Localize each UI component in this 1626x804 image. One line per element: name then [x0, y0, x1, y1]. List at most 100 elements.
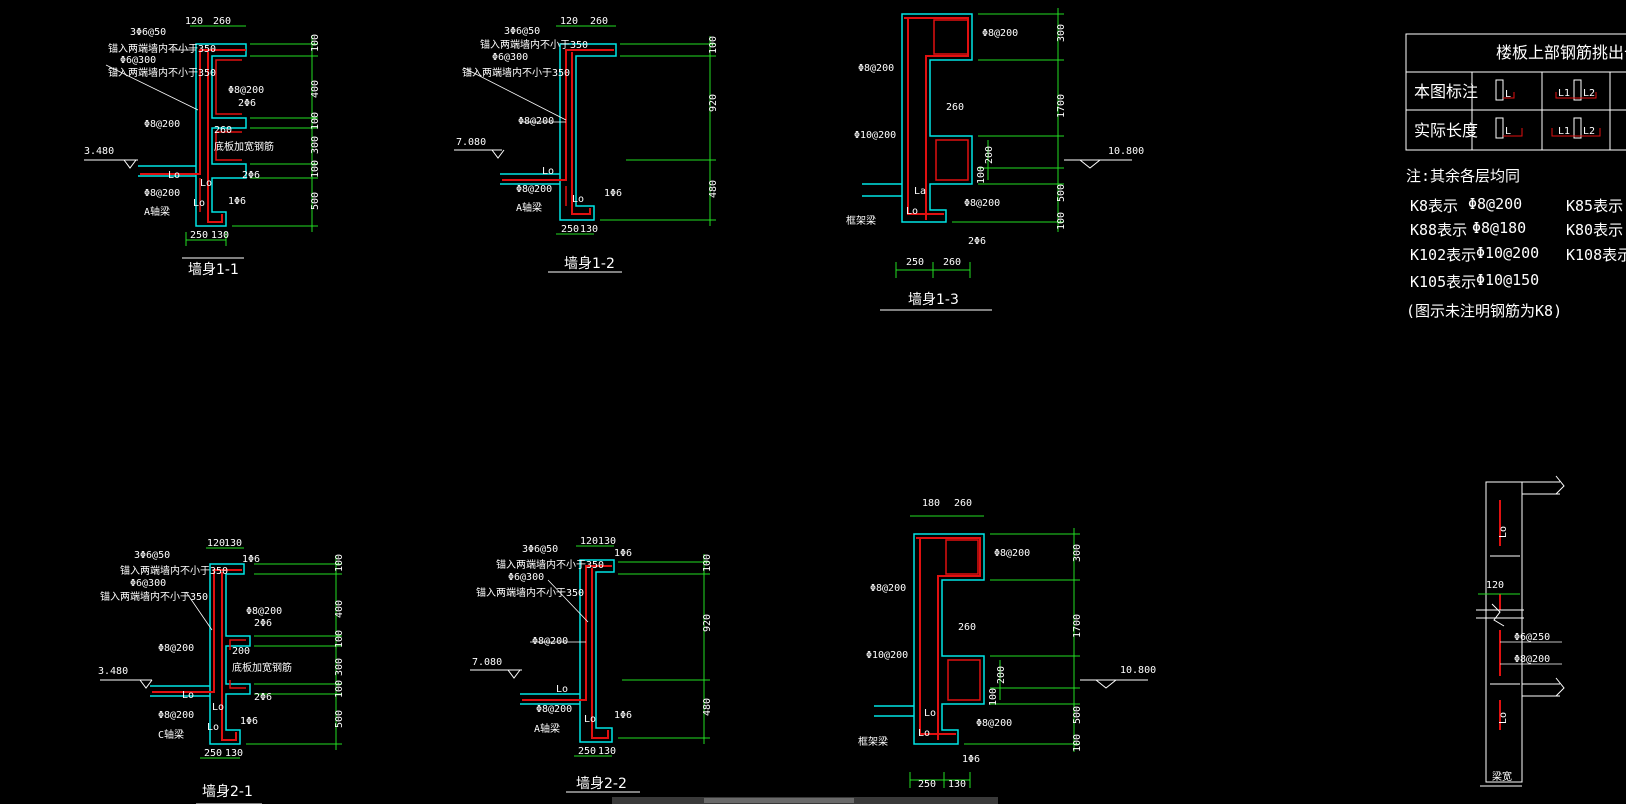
s13-mid-4: Φ8@200 — [964, 198, 1000, 209]
s21-mid-3: 200 — [232, 646, 250, 657]
section-1-1: 120 260 3Φ6@50 锚入两端墙内不小于350 Φ6@300 锚入两端墙… — [84, 16, 321, 278]
s12-dim-top-1: 260 — [590, 16, 608, 27]
s22-dim-bot-1: 130 — [598, 746, 616, 757]
s21-lo-0: Lo — [182, 690, 194, 701]
table-cell-l2-actual: L2 — [1583, 126, 1595, 137]
s23-lo-0: Lo — [924, 708, 936, 719]
s11-mid-0: Φ8@200 — [228, 85, 264, 96]
legend-k80-label: K80表示 — [1566, 221, 1623, 239]
table-symbol-4: L1 L2 — [1551, 117, 1601, 139]
s11-dim-v-2: 100 — [310, 112, 321, 130]
s11-mid-1: 2Φ6 — [238, 98, 256, 109]
s11-note-0: 3Φ6@50 — [130, 27, 166, 38]
s12-note-0: 3Φ6@50 — [504, 26, 540, 37]
s13-lo-0: La — [914, 186, 926, 197]
legend-k108-label: K108表示 — [1566, 246, 1626, 264]
s11-mid-5: 2Φ6 — [242, 170, 260, 181]
s21-note-0: 3Φ6@50 — [134, 550, 170, 561]
s22-note-1: 锚入两端墙内不小于350 — [496, 558, 604, 571]
s13-lo-1: Lo — [906, 206, 918, 217]
s21-dim-v-3: 300 — [334, 658, 345, 676]
s22-mid-0: 1Φ6 — [614, 548, 632, 559]
wall-detail: 120 Φ6@250 Φ8@200 梁宽 Lo Lo — [1476, 475, 1565, 787]
s12-dim-top-0: 120 — [560, 16, 578, 27]
s21-mid-6: 2Φ6 — [254, 692, 272, 703]
s21-dim-top-1: 130 — [224, 538, 242, 549]
s11-note-2: Φ6@300 — [120, 55, 156, 66]
s21-dim-v-1: 400 — [334, 600, 345, 618]
s23-mid-0: Φ8@200 — [994, 548, 1030, 559]
s21-mid-8: 1Φ6 — [240, 716, 258, 727]
section-2-3: 180 260 Φ8@200 Φ8@200 Φ10@200 260 Φ8@200… — [858, 498, 1156, 790]
s11-dim-top-1: 260 — [213, 16, 231, 27]
s23-elevation: 10.800 — [1120, 665, 1156, 676]
s11-dim-bot-0: 250 — [190, 230, 208, 241]
s23-dim-top-0: 180 — [922, 498, 940, 509]
s22-title: 墙身2-2 — [576, 776, 627, 792]
s21-mid-4: Φ8@200 — [158, 643, 194, 654]
legend-k102-value: Φ10@200 — [1476, 244, 1539, 262]
s11-note-3: 锚入两端墙内不小于350 — [108, 66, 216, 79]
s13-mid-6: 框架梁 — [846, 214, 876, 227]
s21-mid-9: C轴梁 — [158, 728, 184, 741]
s23-mid-1: Φ8@200 — [870, 583, 906, 594]
s23-lo-1: Lo — [918, 728, 930, 739]
s21-mid-5: 底板加宽钢筋 — [232, 661, 292, 674]
table-cell-l2: L2 — [1583, 88, 1595, 99]
s11-mid-7: 1Φ6 — [228, 196, 246, 207]
s11-dim-v-4: 100 — [310, 160, 321, 178]
s11-lo-1: Lo — [200, 178, 212, 189]
s21-dim-bot-0: 250 — [204, 748, 222, 759]
horizontal-scrollbar[interactable] — [612, 797, 998, 804]
s23-dim-bot-0: 250 — [918, 779, 936, 790]
s21-dim-v-4: 100 — [334, 680, 345, 698]
table-title: 楼板上部钢筋挑出长度示 — [1496, 43, 1626, 62]
s12-mid-3: A轴梁 — [516, 201, 542, 214]
scrollbar-thumb[interactable] — [704, 798, 854, 803]
s12-lo-1: Lo — [572, 194, 584, 205]
s13-mid-0: Φ8@200 — [982, 28, 1018, 39]
s21-dim-bot-1: 130 — [225, 748, 243, 759]
s22-elevation: 7.080 — [472, 657, 502, 668]
table-row1-label: 本图标注 — [1414, 82, 1478, 101]
s12-note-3: 锚入两端墙内不小于350 — [462, 66, 570, 79]
s22-mid-3: 1Φ6 — [614, 710, 632, 721]
s13-mid-2: Φ10@200 — [854, 130, 896, 141]
legend-k105-value: Φ10@150 — [1476, 271, 1539, 289]
s21-dim-v-0: 100 — [334, 554, 345, 572]
s21-dim-top-0: 120 — [207, 538, 225, 549]
s13-dim-v-1: 1700 — [1056, 94, 1067, 118]
detail-note-1: Φ8@200 — [1514, 654, 1550, 665]
s13-dim-bot-1: 260 — [943, 257, 961, 268]
detail-lo-1: Lo — [1498, 712, 1509, 724]
legend-footer: (图示未注明钢筋为K8) — [1406, 302, 1562, 320]
legend-k88-value: Φ8@180 — [1472, 219, 1526, 237]
s12-mid-0: Φ8@200 — [518, 116, 554, 127]
s11-dim-v-3: 300 — [310, 136, 321, 154]
s13-mid-3: 260 — [946, 102, 964, 113]
s11-dim-top-0: 120 — [185, 16, 203, 27]
s22-dim-top-0: 120 — [580, 536, 598, 547]
s13-title: 墙身1-3 — [908, 292, 959, 308]
s22-dim-v-0: 100 — [702, 554, 713, 572]
s23-dim-v-1: 1700 — [1072, 614, 1083, 638]
s21-lo-2: Lo — [207, 722, 219, 733]
s12-mid-2: 1Φ6 — [604, 188, 622, 199]
legend-heading: 注:其余各层均同 — [1406, 167, 1520, 185]
s23-dim-v-0: 300 — [1072, 544, 1083, 562]
s23-mid-3: 260 — [958, 622, 976, 633]
s22-dim-v-1: 920 — [702, 614, 713, 632]
s22-mid-1: Φ8@200 — [532, 636, 568, 647]
s21-mid-1: Φ8@200 — [246, 606, 282, 617]
table-symbol-2: L1 L2 — [1555, 79, 1597, 101]
s12-dim-bot-1: 130 — [580, 224, 598, 235]
legend-k102-label: K102表示 — [1410, 246, 1476, 264]
s22-note-3: 锚入两端墙内不小于350 — [476, 586, 584, 599]
s13-elevation: 10.800 — [1108, 146, 1144, 157]
s12-dim-v-1: 920 — [708, 94, 719, 112]
s12-note-2: Φ6@300 — [492, 52, 528, 63]
table-symbol-3: L — [1495, 117, 1523, 139]
s23-mid-4: Φ8@200 — [976, 718, 1012, 729]
s23-dim-top-1: 260 — [954, 498, 972, 509]
